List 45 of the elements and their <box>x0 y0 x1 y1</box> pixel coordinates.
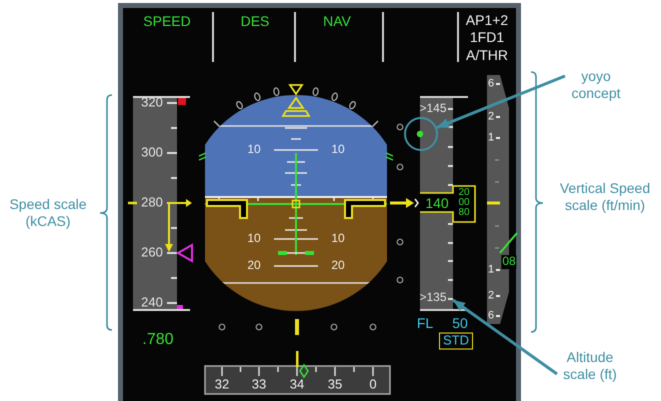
pitch-number: 20 <box>331 259 345 273</box>
flight-mode-label: NAV <box>323 12 351 30</box>
scale-number: 320 <box>141 96 163 110</box>
scale-number: 6 <box>488 78 494 90</box>
scale-number: 1 <box>488 132 494 144</box>
scale-number: 260 <box>141 246 163 260</box>
heading-number: 34 <box>290 378 304 392</box>
heading-number: 0 <box>369 378 377 392</box>
scale-number: 1 <box>488 264 494 276</box>
level-label: 50 <box>452 314 468 332</box>
heading-number: 33 <box>252 378 266 392</box>
pitch-number: 10 <box>247 143 261 157</box>
altitude-digits: 80 <box>458 208 470 218</box>
mach-readout: .780 <box>142 330 174 350</box>
value-readout: 08 <box>501 255 517 269</box>
annotation-text: Vertical Speed scale (ft/min) <box>558 180 652 214</box>
annotation-text: Altitude scale (ft) <box>557 349 623 383</box>
annotation-text: yoyo concept <box>565 68 627 102</box>
scale-number: 2 <box>488 290 494 302</box>
pitch-number: 10 <box>331 143 345 157</box>
heading-number: 32 <box>214 378 230 392</box>
altitude-readout: 140 <box>425 194 449 212</box>
annotation-text: Speed scale (kCAS) <box>8 196 88 230</box>
scale-number: 240 <box>141 296 163 310</box>
altitude-digits: 20 <box>458 188 470 198</box>
scale-number: 2 <box>488 110 494 124</box>
scale-number: >145 <box>419 102 447 116</box>
scale-number: 280 <box>141 196 163 210</box>
pitch-number: 10 <box>331 232 345 246</box>
scale-number: 6 <box>488 310 494 322</box>
status-label: AP1+2 <box>466 12 508 28</box>
leader-arrow <box>436 74 566 129</box>
flight-mode-label: SPEED <box>143 12 191 30</box>
status-label: A/THR <box>466 46 508 64</box>
scale-number: 300 <box>141 146 163 160</box>
status-label: 1FD1 <box>470 28 504 46</box>
reference-label: STD <box>439 332 473 350</box>
scale-number: >135 <box>419 291 447 305</box>
altitude-digits: 00 <box>458 198 470 208</box>
heading-number: 35 <box>328 378 342 392</box>
leader-arrow <box>452 298 558 376</box>
level-label: FL <box>416 314 434 332</box>
pitch-number: 10 <box>247 232 261 246</box>
flight-mode-label: DES <box>240 12 270 30</box>
pitch-number: 20 <box>247 259 261 273</box>
